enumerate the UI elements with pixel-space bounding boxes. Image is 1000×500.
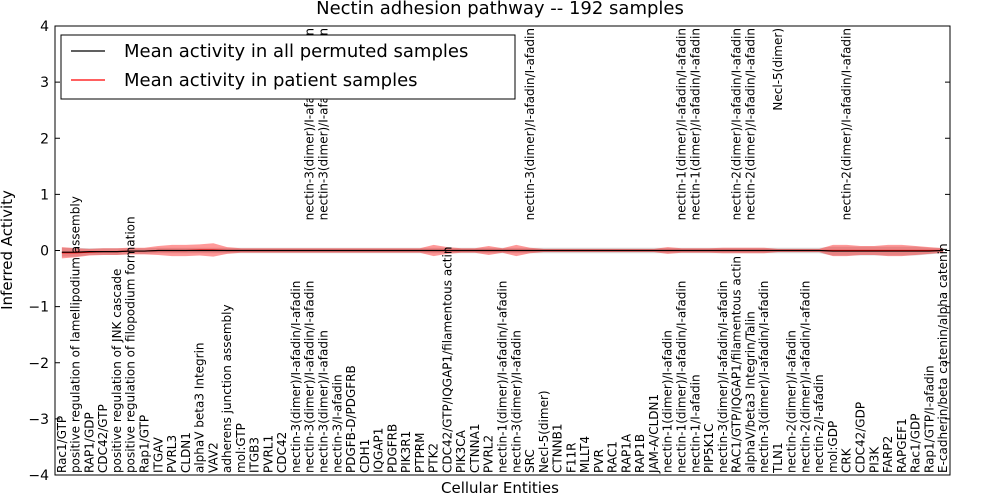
x-category-label: PIP5K1C [702, 423, 716, 473]
x-category-label: Rac1/GDP [909, 414, 923, 473]
x-category-label: nectin-3(dimer)/I-afadin/I-afadin [289, 281, 303, 473]
x-category-label: mol:GTP [234, 423, 248, 473]
x-category-label: PVRL3 [165, 435, 179, 473]
x-category-label: CRK [840, 447, 854, 473]
legend-label-permuted: Mean activity in all permuted samples [124, 41, 468, 62]
x-category-label: PTPRM [413, 433, 427, 474]
series-lines [61, 249, 944, 254]
series-line-0 [61, 249, 944, 253]
x-category-label: nectin-3/I-afadin [330, 374, 344, 473]
legend: Mean activity in all permuted samples Me… [60, 34, 516, 100]
x-category-label: PDGFRB [385, 424, 399, 473]
top-category-label: nectin-2(dimer)/I-afadin/I-afadin [730, 28, 744, 220]
x-category-label: RAP1B [633, 434, 647, 473]
x-category-label: ITGB3 [248, 437, 262, 473]
x-category-label: VAV2 [206, 442, 220, 473]
x-category-label: positive regulation of filopodium format… [124, 216, 138, 473]
x-category-label: nectin-1(dimer)/I-afadin/I-afadin [496, 281, 510, 473]
x-category-label: JAM-A/CLDN1 [647, 394, 661, 474]
x-category-label: positive regulation of lamellipodium ass… [69, 196, 83, 473]
top-category-label: nectin-3(dimer)/I-afadin/I-afadin [523, 28, 537, 220]
y-tick-label: 3 [40, 75, 49, 91]
x-category-label: F11R [564, 442, 578, 473]
x-category-label: Necl-5(dimer) [537, 390, 551, 473]
x-category-label: mol:GDP [826, 421, 840, 473]
x-category-label: RAC1 [606, 441, 620, 473]
y-tick-label: −2 [28, 356, 49, 372]
chart-title: Nectin adhesion pathway -- 192 samples [316, 0, 684, 19]
x-category-label: alphaV/beta3 Integrin/Talin [743, 311, 757, 473]
x-category-label: nectin-2/I-afadin [812, 374, 826, 473]
x-category-label: RAP1A [619, 433, 633, 473]
x-category-label: E-cadherin/beta catenin/alpha catenin [936, 243, 950, 473]
x-category-label: RAC1/GTP/IQGAP1/filamentous actin [730, 256, 744, 473]
y-tick-label: 1 [40, 187, 49, 203]
x-axis-label: Cellular Entities [441, 479, 559, 497]
x-category-label: alphaV beta3 Integrin [193, 342, 207, 473]
x-category-label: positive regulation of JNK cascade [110, 269, 124, 473]
x-category-label: Rap1/GTP/I-afadin [922, 365, 936, 473]
x-category-label: CDC42/GTP [96, 404, 110, 473]
x-category-label: CLDN1 [179, 432, 193, 473]
x-category-label: CDC42/GTP/IQGAP1/filamentous actin [440, 247, 454, 473]
x-category-label: TLN1 [771, 442, 785, 474]
x-category-label: PVRL1 [261, 435, 275, 473]
top-category-label: Necl-5(dimer) [771, 28, 785, 111]
y-tick-label: 0 [40, 244, 49, 260]
x-category-label: nectin-3(dimer)/I-afadin/I-afadin [303, 281, 317, 473]
x-category-label: PIK3R1 [399, 431, 413, 473]
x-category-label: PVR [592, 449, 606, 473]
x-category-label: PDGFB-D/PDGFRB [344, 365, 358, 473]
y-tick-label: −3 [28, 412, 49, 428]
x-category-label: CDC42/GDP [854, 402, 868, 473]
y-tick-label: 2 [40, 131, 49, 147]
x-category-label: nectin-1/I-afadin [688, 374, 702, 473]
x-category-label: CDH1 [358, 439, 372, 473]
x-category-label: PVRL2 [482, 435, 496, 473]
x-category-label: nectin-2(dimer)/I-afadin/I-afadin [798, 281, 812, 473]
x-category-label: Rac1/GTP [55, 416, 69, 473]
top-category-label: nectin-2(dimer)/I-afadin/I-afadin [840, 28, 854, 220]
x-category-label: Rap1/GTP [138, 415, 152, 473]
top-category-label: nectin-1(dimer)/I-afadin/I-afadin [675, 28, 689, 220]
x-category-label: nectin-2(dimer)/I-afadin [785, 330, 799, 473]
top-category-label: nectin-1(dimer)/I-afadin/I-afadin [688, 28, 702, 220]
x-category-label: MLLT4 [578, 436, 592, 473]
x-category-label: adherens junction assembly [220, 304, 234, 473]
x-category-label: nectin-3(dimer)/I-afadin [317, 330, 331, 473]
x-category-label: nectin-3(dimer)/I-afadin/I-afadin [757, 281, 771, 473]
y-axis: −4 −3 −2 −1 0 1 2 3 4 [28, 19, 950, 484]
y-tick-label: −1 [28, 300, 49, 316]
x-category-label: CDC42 [275, 432, 289, 473]
x-category-label: ITGAV [151, 436, 165, 473]
y-tick-label: 4 [40, 19, 49, 35]
band-0 [61, 246, 944, 257]
legend-box [60, 34, 516, 100]
x-category-label: PI3K [867, 446, 881, 473]
x-category-label: PTK2 [427, 443, 441, 473]
x-category-label: PIK3CA [454, 429, 468, 473]
x-category-label: CTNNA1 [468, 423, 482, 473]
x-category-label: FARP2 [881, 436, 895, 473]
x-category-label: IQGAP1 [372, 428, 386, 473]
x-category-label: nectin-1(dimer)/I-afadin/I-afadin [675, 281, 689, 473]
y-tick-label: −4 [28, 468, 49, 484]
x-category-label: SRC [523, 449, 537, 473]
x-category-label: nectin-3(dimer)/I-afadin/I-afadin [716, 281, 730, 473]
x-category-label: nectin-3(dimer)/I-afadin [509, 330, 523, 473]
top-category-label: nectin-2(dimer)/I-afadin/I-afadin [743, 28, 757, 220]
y-axis-label: Inferred Activity [0, 190, 16, 310]
x-category-label: RAPGEF1 [895, 418, 909, 473]
legend-label-patient: Mean activity in patient samples [124, 70, 418, 91]
x-category-label: RAP1/GDP [82, 412, 96, 473]
x-category-label: nectin-1(dimer)/I-afadin [661, 330, 675, 473]
x-category-label: CTNNB1 [551, 423, 565, 473]
